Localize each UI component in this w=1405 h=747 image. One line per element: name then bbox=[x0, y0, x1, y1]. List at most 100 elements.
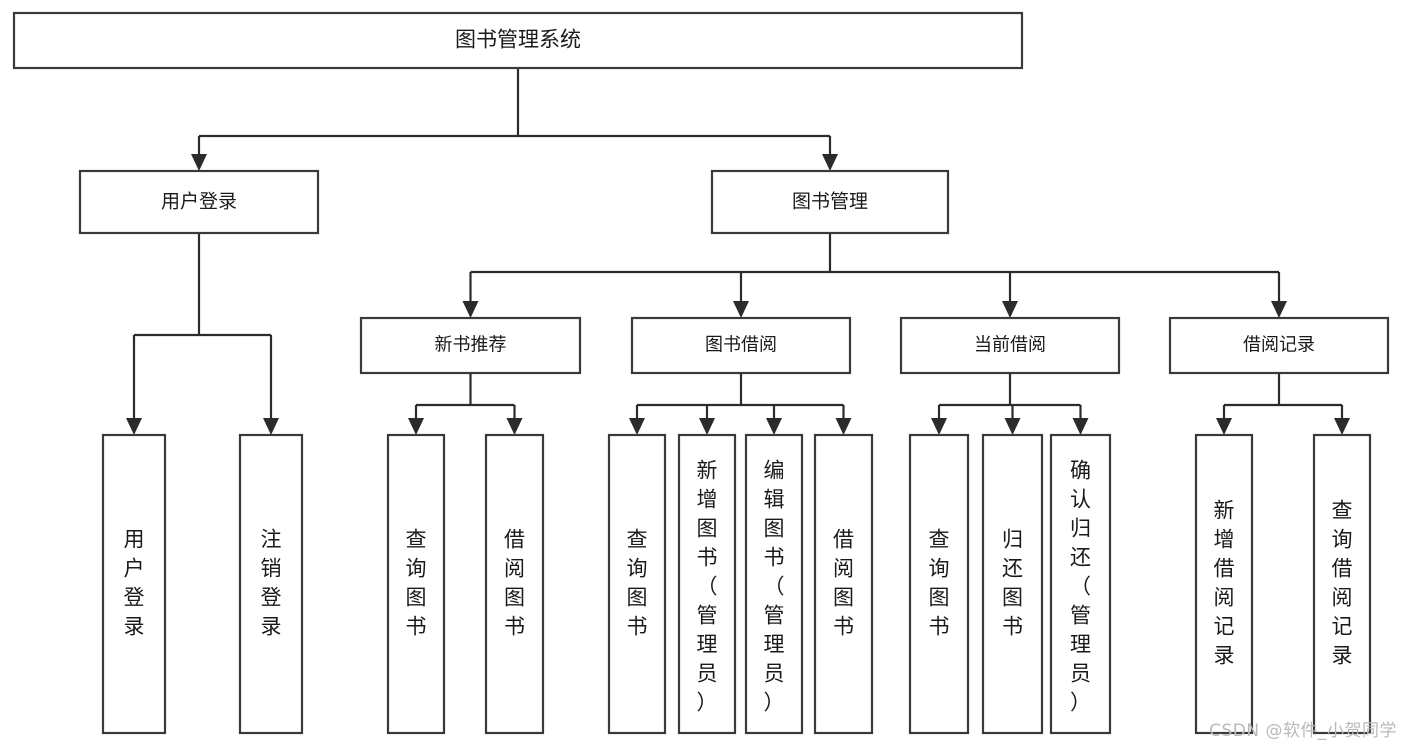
label-char: 归 bbox=[1002, 528, 1023, 552]
label-char: 书 bbox=[764, 546, 785, 570]
label-char: 借 bbox=[833, 528, 854, 552]
label-char: 编 bbox=[764, 459, 785, 483]
label-char: 员 bbox=[697, 662, 718, 686]
node-label: 图书管理系统 bbox=[455, 28, 581, 52]
label-char: 图 bbox=[833, 586, 854, 610]
label-char: 认 bbox=[1070, 488, 1091, 512]
node-rect bbox=[744, 433, 804, 735]
node-rect bbox=[813, 433, 874, 735]
arrow-head bbox=[191, 154, 207, 171]
label-char: 理 bbox=[697, 633, 718, 657]
arrow-head bbox=[733, 301, 749, 318]
label-char: 询 bbox=[929, 557, 950, 581]
node-label: 图书管理 bbox=[792, 191, 868, 213]
label-char: 书 bbox=[627, 615, 648, 639]
label-char: ） bbox=[1070, 691, 1091, 715]
node-level2-2[interactable]: 当前借阅 bbox=[899, 316, 1121, 375]
label-char: 查 bbox=[406, 528, 427, 552]
arrow-head bbox=[263, 418, 279, 435]
label-char: 录 bbox=[261, 615, 282, 639]
arrow-head bbox=[822, 154, 838, 171]
node-root[interactable]: 图书管理系统 bbox=[12, 11, 1024, 70]
arrow-head bbox=[506, 418, 523, 435]
arrow-head bbox=[1004, 418, 1021, 435]
label-char: 归 bbox=[1070, 517, 1091, 541]
node-rect bbox=[484, 433, 545, 735]
label-char: 阅 bbox=[1214, 586, 1235, 610]
arrow-head bbox=[766, 418, 782, 435]
label-char: 书 bbox=[1002, 615, 1023, 639]
label-char: （ bbox=[764, 575, 785, 599]
label-char: 管 bbox=[764, 604, 785, 628]
arrow-head bbox=[699, 418, 715, 435]
node-rect bbox=[1312, 433, 1372, 735]
label-char: 阅 bbox=[504, 557, 525, 581]
node-rect bbox=[101, 433, 167, 735]
node-rect bbox=[908, 433, 970, 735]
label-char: 图 bbox=[1002, 586, 1023, 610]
node-label: 用户登录 bbox=[161, 191, 237, 213]
node-rect bbox=[359, 316, 582, 375]
label-char: ） bbox=[764, 691, 785, 715]
node-rect bbox=[630, 316, 852, 375]
label-char: 图 bbox=[929, 586, 950, 610]
nodes-layer: 图书管理系统用户登录图书管理新书推荐图书借阅当前借阅借阅记录用户登录注销登录查询… bbox=[12, 11, 1390, 735]
label-char: 员 bbox=[1070, 662, 1091, 686]
node-rect bbox=[1049, 433, 1112, 735]
label-char: 借 bbox=[1214, 557, 1235, 581]
label-char: 图 bbox=[406, 586, 427, 610]
node-level1-0[interactable]: 用户登录 bbox=[78, 169, 320, 235]
label-char: 书 bbox=[697, 546, 718, 570]
node-rect bbox=[1194, 433, 1254, 735]
label-char: 管 bbox=[697, 604, 718, 628]
node-rect bbox=[981, 433, 1044, 735]
label-char: ） bbox=[697, 691, 718, 715]
label-char: 确 bbox=[1070, 459, 1091, 483]
node-level2-3[interactable]: 借阅记录 bbox=[1168, 316, 1390, 375]
label-char: 员 bbox=[764, 662, 785, 686]
label-char: 借 bbox=[504, 528, 525, 552]
node-label: 用户登录 bbox=[124, 528, 145, 639]
label-char: （ bbox=[697, 575, 718, 599]
label-char: 阅 bbox=[833, 557, 854, 581]
arrow-head bbox=[1271, 301, 1287, 318]
node-rect bbox=[12, 11, 1024, 70]
arrow-head bbox=[1072, 418, 1089, 435]
label-char: 书 bbox=[929, 615, 950, 639]
label-char: 户 bbox=[124, 557, 145, 581]
node-label: 新书推荐 bbox=[435, 335, 507, 356]
label-char: 还 bbox=[1002, 557, 1023, 581]
label-char: 用 bbox=[124, 528, 145, 552]
arrow-head bbox=[408, 418, 424, 435]
label-char: 图 bbox=[627, 586, 648, 610]
label-char: 查 bbox=[627, 528, 648, 552]
node-rect bbox=[677, 433, 737, 735]
label-char: 录 bbox=[124, 615, 145, 639]
connectors-layer bbox=[126, 68, 1350, 435]
label-char: 查 bbox=[929, 528, 950, 552]
label-char: 新 bbox=[1214, 499, 1235, 523]
node-level1-1[interactable]: 图书管理 bbox=[710, 169, 950, 235]
label-char: 登 bbox=[124, 586, 145, 610]
node-rect bbox=[1168, 316, 1390, 375]
node-level2-0[interactable]: 新书推荐 bbox=[359, 316, 582, 375]
node-level2-1[interactable]: 图书借阅 bbox=[630, 316, 852, 375]
node-leaf-0[interactable]: 用户登录 bbox=[101, 433, 167, 735]
